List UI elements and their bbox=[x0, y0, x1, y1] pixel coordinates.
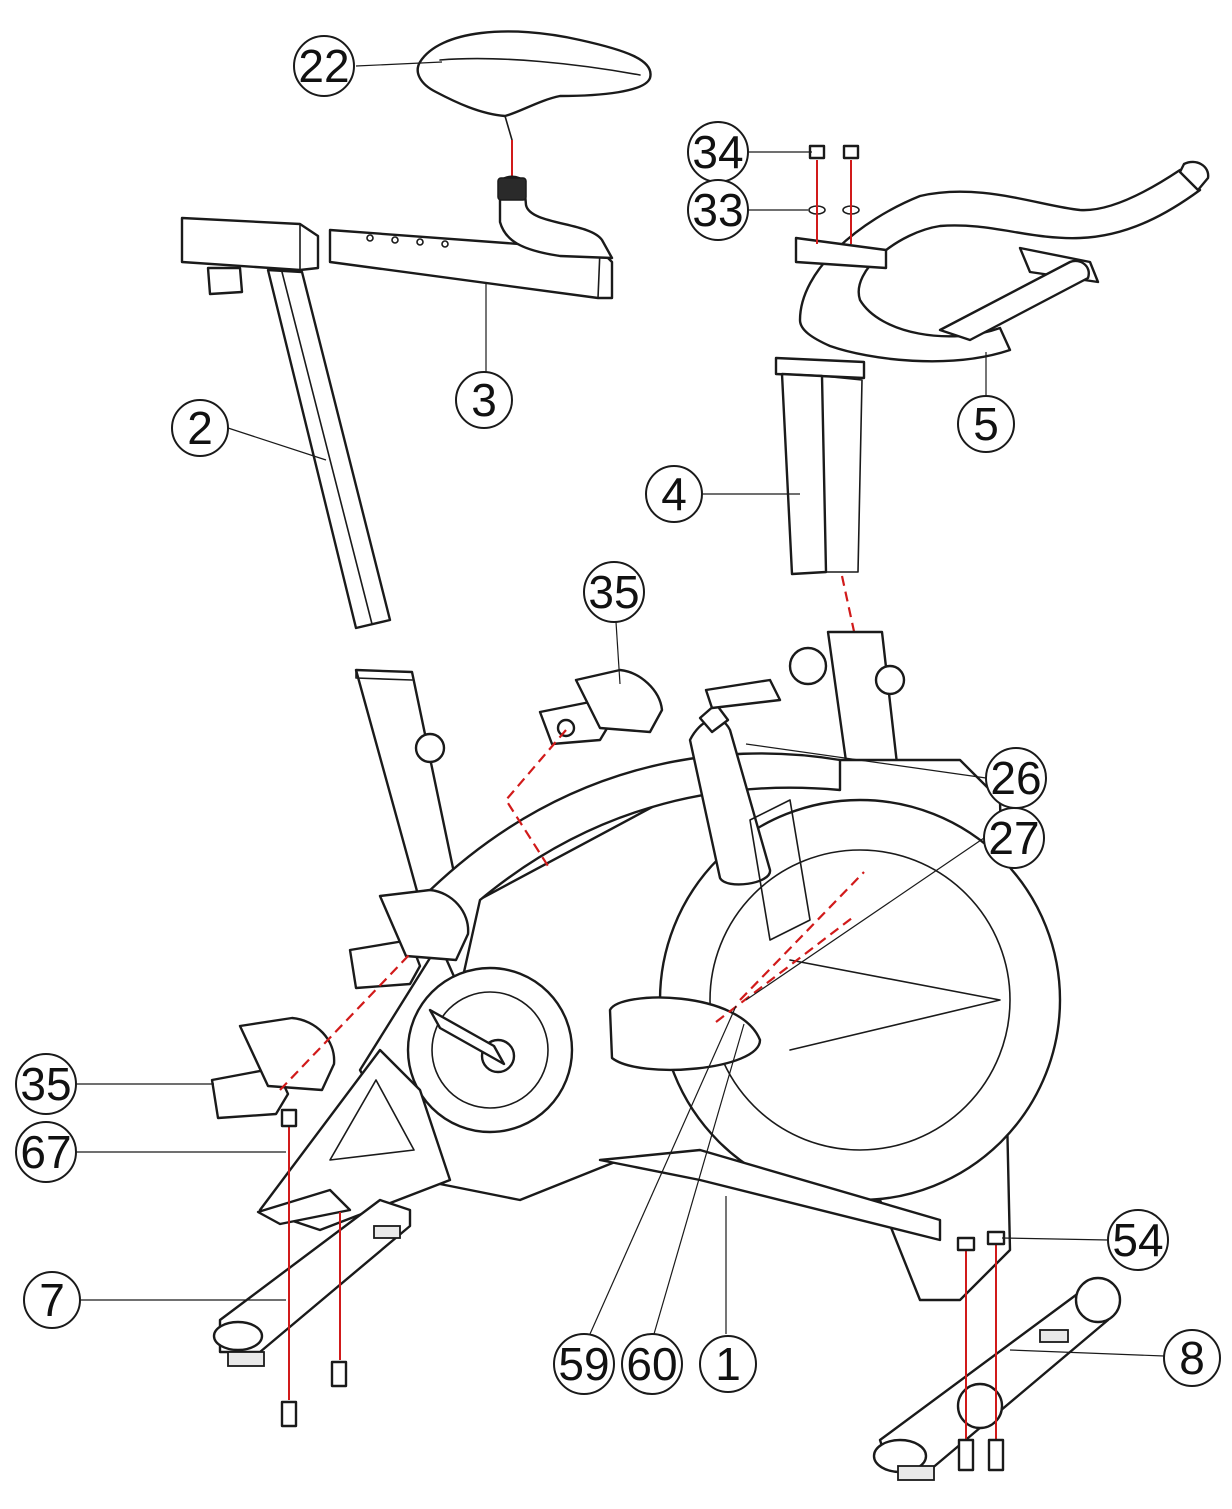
svg-text:8: 8 bbox=[1179, 1332, 1205, 1384]
seat-post bbox=[180, 216, 392, 630]
callout-34: 34 bbox=[687, 121, 749, 183]
callout-4: 4 bbox=[645, 465, 703, 523]
front-stabilizer bbox=[212, 1188, 412, 1367]
svg-text:5: 5 bbox=[973, 398, 999, 450]
handlebar-post-assembly-line bbox=[840, 575, 857, 637]
screw-59-assembly-line bbox=[739, 871, 865, 1001]
callout-35-upper: 35 bbox=[583, 561, 645, 623]
callout-2: 2 bbox=[171, 399, 229, 457]
saddle bbox=[416, 30, 652, 141]
pedal-assembly-line-upper bbox=[504, 729, 567, 867]
callout-8: 8 bbox=[1163, 1329, 1221, 1387]
callout-60: 60 bbox=[621, 1333, 683, 1395]
svg-text:35: 35 bbox=[588, 566, 639, 618]
handlebar bbox=[794, 160, 1210, 363]
svg-text:59: 59 bbox=[558, 1338, 609, 1390]
callout-59: 59 bbox=[553, 1333, 615, 1395]
screw-60-assembly-line bbox=[715, 917, 853, 1023]
leader-lines bbox=[76, 61, 1165, 1357]
callout-7: 7 bbox=[23, 1271, 81, 1329]
front-bolts bbox=[280, 1108, 348, 1428]
seat-slider bbox=[328, 175, 614, 300]
pedal-left-lower bbox=[210, 1016, 336, 1120]
svg-text:3: 3 bbox=[471, 374, 497, 426]
callout-54: 54 bbox=[1107, 1209, 1169, 1271]
svg-text:2: 2 bbox=[187, 402, 213, 454]
pedal-right bbox=[538, 668, 664, 746]
svg-text:60: 60 bbox=[626, 1338, 677, 1390]
rear-stabilizer bbox=[872, 1276, 1122, 1481]
callout-1: 1 bbox=[699, 1335, 757, 1393]
svg-text:4: 4 bbox=[661, 468, 687, 520]
svg-text:54: 54 bbox=[1112, 1214, 1163, 1266]
pedal-left-upper bbox=[348, 888, 470, 990]
svg-text:26: 26 bbox=[990, 752, 1041, 804]
svg-text:35: 35 bbox=[20, 1058, 71, 1110]
callout-33: 33 bbox=[687, 179, 749, 241]
svg-text:33: 33 bbox=[692, 184, 743, 236]
svg-text:67: 67 bbox=[20, 1126, 71, 1178]
svg-text:22: 22 bbox=[298, 40, 349, 92]
svg-text:1: 1 bbox=[715, 1338, 741, 1390]
callout-3: 3 bbox=[455, 371, 513, 429]
callout-26: 26 bbox=[985, 747, 1047, 809]
callout-35-lower: 35 bbox=[15, 1053, 77, 1115]
handlebar-post bbox=[774, 356, 866, 576]
svg-text:34: 34 bbox=[692, 126, 743, 178]
callout-5: 5 bbox=[957, 395, 1015, 453]
callout-67: 67 bbox=[15, 1121, 77, 1183]
svg-text:7: 7 bbox=[39, 1274, 65, 1326]
main-frame bbox=[258, 630, 1062, 1302]
svg-text:27: 27 bbox=[988, 812, 1039, 864]
callout-22: 22 bbox=[293, 35, 355, 97]
callout-27: 27 bbox=[983, 807, 1045, 869]
